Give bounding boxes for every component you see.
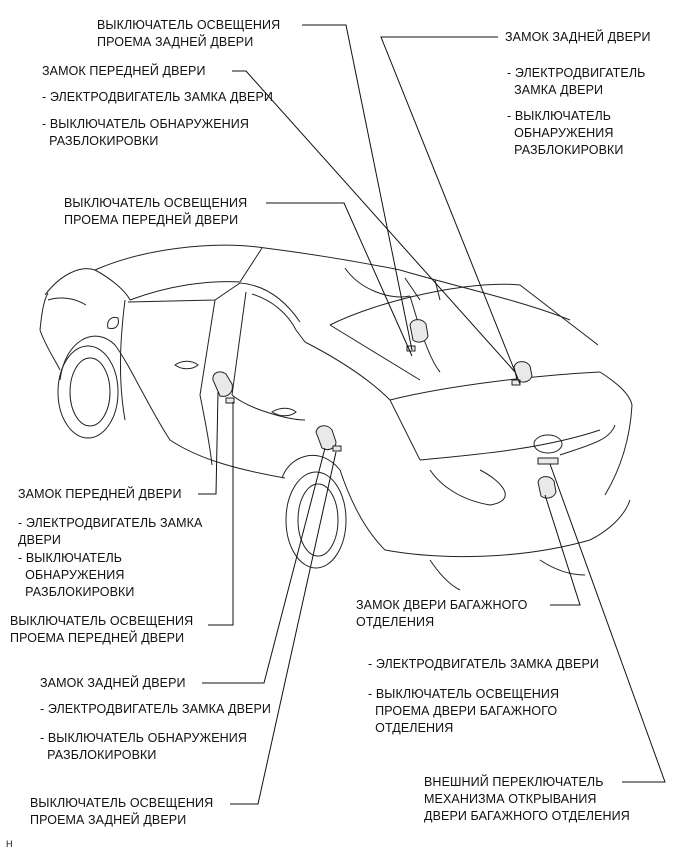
label-rear-door-lock-top: ЗАМОК ЗАДНЕЙ ДВЕРИ [505,30,651,44]
label-rear-door-courtesy-switch-top: ВЫКЛЮЧАТЕЛЬ ОСВЕЩЕНИЯ ПРОЕМА ЗАДНЕЙ ДВЕР… [97,18,281,49]
leader-lines [198,24,666,805]
label-rear-door-lock-bottom: ЗАМОК ЗАДНЕЙ ДВЕРИ [40,676,186,690]
rear-door-lock-upper-part [406,319,429,352]
label-rear-door-lock-top-motor: - ЭЛЕКТРОДВИГАТЕЛЬ ЗАМКА ДВЕРИ [507,66,646,97]
label-luggage-door-lock-motor: - ЭЛЕКТРОДВИГАТЕЛЬ ЗАМКА ДВЕРИ [368,657,599,671]
label-front-door-lock-bottom-unlock-switch: - ВЫКЛЮЧАТЕЛЬ ОБНАРУЖЕНИЯ РАЗБЛОКИРОВКИ [18,551,135,599]
label-front-door-courtesy-switch-top: ВЫКЛЮЧАТЕЛЬ ОСВЕЩЕНИЯ ПРОЕМА ПЕРЕДНЕЙ ДВ… [64,196,248,227]
label-luggage-door-lock: ЗАМОК ДВЕРИ БАГАЖНОГО ОТДЕЛЕНИЯ [356,598,528,629]
label-luggage-door-courtesy-switch: - ВЫКЛЮЧАТЕЛЬ ОСВЕЩЕНИЯ ПРОЕМА ДВЕРИ БАГ… [368,687,560,735]
label-front-door-lock-top-unlock-switch: - ВЫКЛЮЧАТЕЛЬ ОБНАРУЖЕНИЯ РАЗБЛОКИРОВКИ [42,117,249,148]
label-front-door-courtesy-switch-bottom: ВЫКЛЮЧАТЕЛЬ ОСВЕЩЕНИЯ ПРОЕМА ПЕРЕДНЕЙ ДВ… [10,614,194,645]
label-rear-door-lock-top-unlock-switch: - ВЫКЛЮЧАТЕЛЬ ОБНАРУЖЕНИЯ РАЗБЛОКИРОВКИ [507,109,624,157]
front-door-lock-part [212,371,235,404]
front-door-lock-upper-part [511,361,533,386]
label-luggage-opener-switch: ВНЕШНИЙ ПЕРЕКЛЮЧАТЕЛЬ МЕХАНИЗМА ОТКРЫВАН… [424,775,630,823]
label-front-door-lock-top: ЗАМОК ПЕРЕДНЕЙ ДВЕРИ [42,64,206,78]
luggage-lock-part [537,476,557,499]
label-rear-door-lock-bottom-motor: - ЭЛЕКТРОДВИГАТЕЛЬ ЗАМКА ДВЕРИ [40,702,271,716]
figure-reference: H [6,839,13,849]
rear-door-lock-part [315,425,342,452]
label-rear-door-courtesy-switch-bottom: ВЫКЛЮЧАТЕЛЬ ОСВЕЩЕНИЯ ПРОЕМА ЗАДНЕЙ ДВЕР… [30,796,214,827]
label-front-door-lock-bottom: ЗАМОК ПЕРЕДНЕЙ ДВЕРИ [18,487,182,501]
label-front-door-lock-top-motor: - ЭЛЕКТРОДВИГАТЕЛЬ ЗАМКА ДВЕРИ [42,90,273,104]
car-body-outline [39,244,633,591]
luggage-opener-part [537,457,559,465]
label-front-door-lock-bottom-motor: - ЭЛЕКТРОДВИГАТЕЛЬ ЗАМКА ДВЕРИ [18,516,203,547]
label-rear-door-lock-bottom-unlock-switch: - ВЫКЛЮЧАТЕЛЬ ОБНАРУЖЕНИЯ РАЗБЛОКИРОВКИ [40,731,247,762]
